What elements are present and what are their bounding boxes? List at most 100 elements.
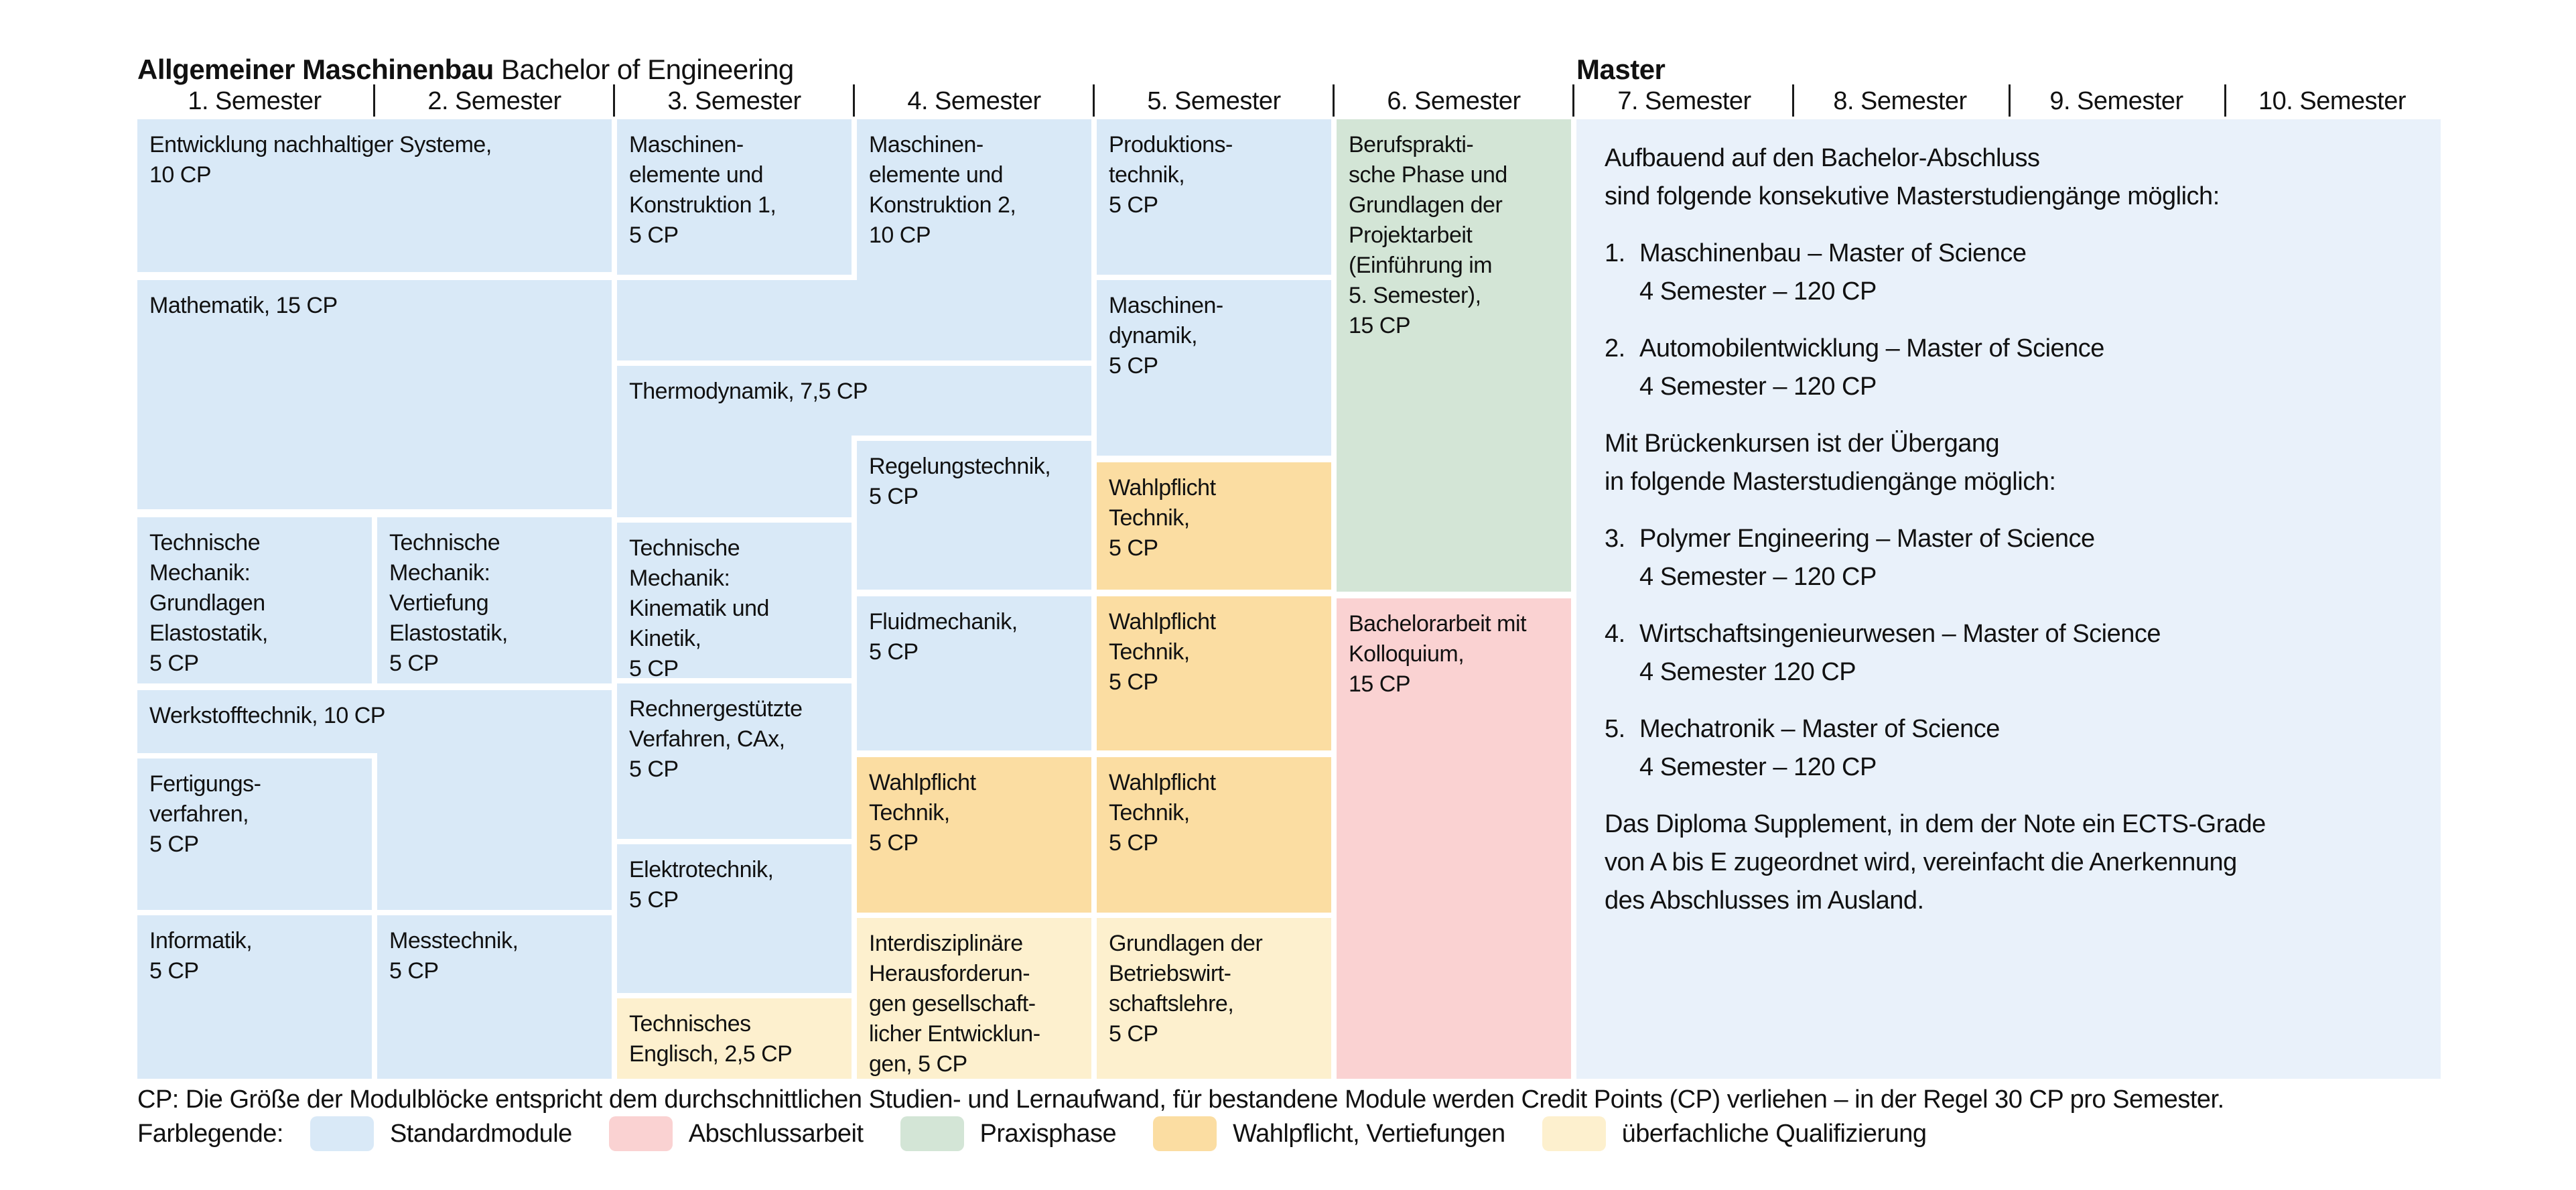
semester-header-3: 3. Semester	[667, 87, 801, 115]
master-program-details: Wirtschaftsingenieurwesen – Master of Sc…	[1639, 615, 2421, 691]
module-label: Interdisziplinäre Herausforderun- gen ge…	[869, 931, 1040, 1077]
master-program-item-2: 2.Automobilentwicklung – Master of Scien…	[1605, 330, 2421, 406]
master-program-details: Automobilentwicklung – Master of Science…	[1639, 330, 2421, 406]
module-label: Technisches Englisch, 2,5 CP	[629, 1011, 793, 1067]
module-label: Wahlpflicht Technik, 5 CP	[1109, 770, 1216, 856]
module-label: Fluidmechanik, 5 CP	[869, 609, 1018, 665]
module-wahlpflicht-technik-sem5-a: Wahlpflicht Technik, 5 CP	[1097, 462, 1331, 590]
module-technische-mechanik-kinematik: Technische Mechanik: Kinematik und Kinet…	[617, 523, 852, 681]
semester-header-4: 4. Semester	[907, 87, 1041, 115]
master-program-title: Maschinenbau – Master of Science	[1639, 239, 2027, 267]
module-label: Entwicklung nachhaltiger Systeme, 10 CP	[149, 132, 492, 188]
master-program-number: 4.	[1605, 620, 1625, 648]
module-wahlpflicht-technik-sem5-b: Wahlpflicht Technik, 5 CP	[1097, 596, 1331, 750]
master-program-title: Wirtschaftsingenieurwesen – Master of Sc…	[1639, 620, 2161, 648]
header-separator	[1792, 84, 1794, 117]
semester-header-5: 5. Semester	[1147, 87, 1281, 115]
master-program-title: Automobilentwicklung – Master of Science	[1639, 334, 2104, 362]
module-label: Technische Mechanik: Vertiefung Elastost…	[389, 530, 508, 676]
master-program-duration: 4 Semester – 120 CP	[1639, 753, 1877, 781]
module-label: Maschinen- elemente und Konstruktion 1, …	[629, 132, 776, 248]
module-produktionstechnik: Produktions- technik, 5 CP	[1097, 119, 1331, 275]
module-label: Informatik, 5 CP	[149, 928, 253, 984]
legend-swatch-thesis	[608, 1116, 673, 1151]
module-thermodynamik: Thermodynamik, 7,5 CP	[617, 366, 1091, 436]
module-label: Technische Mechanik: Grundlagen Elastost…	[149, 530, 268, 676]
legend-item-qualification: überfachliche Qualifizierung	[1542, 1116, 1927, 1151]
module-regelungstechnik: Regelungstechnik, 5 CP	[857, 441, 1091, 590]
module-maschinenelemente-konstruktion-2-extension	[617, 280, 857, 360]
module-label: Wahlpflicht Technik, 5 CP	[869, 770, 976, 856]
semester-header-2: 2. Semester	[427, 87, 561, 115]
legend-item-label: überfachliche Qualifizierung	[1621, 1120, 1927, 1148]
module-label: Elektrotechnik, 5 CP	[629, 857, 774, 913]
bachelor-title: Allgemeiner Maschinenbau Bachelor of Eng…	[137, 54, 794, 86]
legend-item-label: Wahlpflicht, Vertiefungen	[1233, 1120, 1505, 1148]
master-program-number: 1.	[1605, 239, 1625, 267]
legend-item-label: Abschlussarbeit	[688, 1120, 864, 1148]
module-maschinenelemente-konstruktion-1: Maschinen- elemente und Konstruktion 1, …	[617, 119, 852, 275]
header-separator	[1572, 84, 1574, 117]
semester-header-9: 9. Semester	[2049, 87, 2183, 115]
legend-item-elective: Wahlpflicht, Vertiefungen	[1153, 1116, 1505, 1151]
master-program-duration: 4 Semester – 120 CP	[1639, 277, 1877, 306]
bachelor-title-program: Allgemeiner Maschinenbau	[137, 54, 494, 85]
semester-header-6: 6. Semester	[1387, 87, 1521, 115]
module-werkstofftechnik: Werkstofftechnik, 10 CP	[137, 690, 612, 753]
module-label: Messtechnik, 5 CP	[389, 928, 519, 984]
master-program-duration: 4 Semester – 120 CP	[1639, 373, 1877, 401]
module-technisches-englisch: Technisches Englisch, 2,5 CP	[617, 998, 852, 1079]
module-grundlagen-betriebswirtschaftslehre: Grundlagen der Betriebswirt- schaftslehr…	[1097, 918, 1331, 1079]
legend-item-thesis: Abschlussarbeit	[608, 1116, 864, 1151]
master-program-title: Mechatronik – Master of Science	[1639, 715, 2000, 743]
module-label: Technische Mechanik: Kinematik und Kinet…	[629, 535, 769, 681]
header-separator	[613, 84, 615, 117]
module-label: Maschinen- elemente und Konstruktion 2, …	[869, 132, 1016, 248]
semester-header-10: 10. Semester	[2258, 87, 2406, 115]
module-werkstofftechnik-extension	[377, 753, 612, 910]
module-label: Berufsprakti- sche Phase und Grundlagen …	[1349, 132, 1507, 338]
header-separator	[2224, 84, 2226, 117]
legend-item-standard: Standardmodule	[310, 1116, 572, 1151]
module-thermodynamik-extension	[617, 436, 852, 517]
module-label: Fertigungs- verfahren, 5 CP	[149, 771, 261, 857]
legend-swatch-qualification	[1542, 1116, 1606, 1151]
module-label: Regelungstechnik, 5 CP	[869, 454, 1051, 509]
module-bachelorarbeit: Bachelorarbeit mit Kolloquium, 15 CP	[1337, 598, 1571, 1079]
module-technische-mechanik-vertiefung: Technische Mechanik: Vertiefung Elastost…	[377, 517, 612, 683]
module-interdisziplinaere-herausforderungen: Interdisziplinäre Herausforderun- gen ge…	[857, 918, 1091, 1079]
legend-swatch-elective	[1153, 1116, 1217, 1151]
master-program-details: Maschinenbau – Master of Science 4 Semest…	[1639, 235, 2421, 311]
master-program-number: 3.	[1605, 525, 1625, 553]
module-maschinenelemente-konstruktion-2: Maschinen- elemente und Konstruktion 2, …	[857, 119, 1091, 360]
master-program-title: Polymer Engineering – Master of Science	[1639, 525, 2095, 553]
module-label: Wahlpflicht Technik, 5 CP	[1109, 609, 1216, 695]
module-label: Rechnergestützte Verfahren, CAx, 5 CP	[629, 696, 803, 782]
header-separator	[853, 84, 855, 117]
header-separator	[373, 84, 375, 117]
module-berufspraktische-phase: Berufsprakti- sche Phase und Grundlagen …	[1337, 119, 1571, 592]
legend-swatch-practice	[900, 1116, 964, 1151]
master-paragraph-1: Aufbauend auf den Bachelor-Abschluss sin…	[1605, 144, 2220, 210]
semester-header-1: 1. Semester	[188, 87, 322, 115]
master-program-duration: 4 Semester 120 CP	[1639, 658, 1856, 686]
module-label: Grundlagen der Betriebswirt- schaftslehr…	[1109, 931, 1263, 1047]
module-rechnergestuetzte-verfahren: Rechnergestützte Verfahren, CAx, 5 CP	[617, 683, 852, 839]
legend-item-label: Praxisphase	[979, 1120, 1117, 1148]
master-program-details: Mechatronik – Master of Science 4 Semeste…	[1639, 710, 2421, 787]
module-elektrotechnik: Elektrotechnik, 5 CP	[617, 844, 852, 993]
master-title: Master	[1576, 54, 1666, 85]
semester-header-8: 8. Semester	[1833, 87, 1967, 115]
cp-note: CP: Die Größe der Modulblöcke entspricht…	[137, 1085, 2224, 1114]
header-separator	[2009, 84, 2011, 117]
legend-items: Standardmodule Abschlussarbeit Praxisphase…	[310, 1116, 1964, 1151]
master-paragraph-8: Das Diploma Supplement, in dem der Note …	[1605, 810, 2266, 915]
module-fertigungsverfahren: Fertigungs- verfahren, 5 CP	[137, 758, 372, 910]
module-label: Bachelorarbeit mit Kolloquium, 15 CP	[1349, 611, 1527, 697]
module-technische-mechanik-grundlagen: Technische Mechanik: Grundlagen Elastost…	[137, 517, 372, 683]
master-program-item-4: 4. Wirtschaftsingenieurwesen – Master of …	[1605, 615, 2421, 691]
module-label: Werkstofftechnik, 10 CP	[149, 703, 385, 728]
